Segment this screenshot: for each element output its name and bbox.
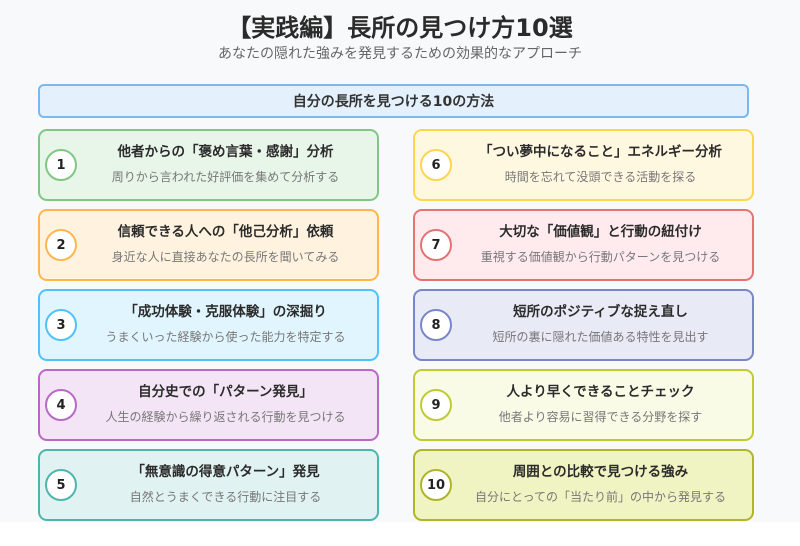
method-title: 他者からの「褒め言葉・感謝」分析 xyxy=(117,144,334,160)
method-card: 7 大切な「価値観」と行動の紐付け 重視する価値観から行動パターンを見つける xyxy=(413,209,754,281)
method-title: 短所のポジティブな捉え直し xyxy=(513,304,688,320)
page-title: 【実践編】長所の見つけ方10選 xyxy=(227,14,573,42)
method-description: 短所の裏に隠れた価値ある特性を見出す xyxy=(492,330,709,344)
page-subtitle: あなたの隠れた強みを発見するための効果的なアプローチ xyxy=(218,46,582,62)
number-badge: 3 xyxy=(45,309,77,341)
method-card: 2 信頼できる人への「他己分析」依頼 身近な人に直接あなたの長所を聞いてみる xyxy=(38,209,379,281)
method-card: 3 「成功体験・克服体験」の深掘り うまくいった経験から使った能力を特定する xyxy=(38,289,379,361)
number-badge: 10 xyxy=(420,469,452,501)
method-card: 5 「無意識の得意パターン」発見 自然とうまくできる行動に注目する xyxy=(38,449,379,521)
number-badge: 1 xyxy=(45,149,77,181)
method-description: 重視する価値観から行動パターンを見つける xyxy=(480,250,721,264)
method-description: 自分にとっての「当たり前」の中から発見する xyxy=(474,490,727,504)
method-card: 4 自分史での「パターン発見」 人生の経験から繰り返される行動を見つける xyxy=(38,369,379,441)
method-description: 他者より容易に習得できる分野を探す xyxy=(498,410,703,424)
method-title: 「無意識の得意パターン」発見 xyxy=(131,464,320,480)
number-badge: 6 xyxy=(420,149,452,181)
method-title: 自分史での「パターン発見」 xyxy=(138,384,313,400)
method-description: 人生の経験から繰り返される行動を見つける xyxy=(105,410,346,424)
method-description: うまくいった経験から使った能力を特定する xyxy=(105,330,346,344)
method-card: 6 「つい夢中になること」エネルギー分析 時間を忘れて没頭できる活動を探る xyxy=(413,129,754,201)
method-description: 周りから言われた好評価を集めて分析する xyxy=(111,170,340,184)
method-title: 人より早くできることチェック xyxy=(506,384,695,400)
method-description: 時間を忘れて没頭できる活動を探る xyxy=(504,170,697,184)
method-card: 8 短所のポジティブな捉え直し 短所の裏に隠れた価値ある特性を見出す xyxy=(413,289,754,361)
banner-label: 自分の長所を見つける10の方法 xyxy=(292,94,495,110)
number-badge: 8 xyxy=(420,309,452,341)
method-card: 10 周囲との比較で見つける強み 自分にとっての「当たり前」の中から発見する xyxy=(413,449,754,521)
number-badge: 2 xyxy=(45,229,77,261)
method-title: 周囲との比較で見つける強み xyxy=(512,464,689,480)
number-badge: 7 xyxy=(420,229,452,261)
method-title: 「つい夢中になること」エネルギー分析 xyxy=(479,144,722,160)
number-badge: 5 xyxy=(45,469,77,501)
method-description: 自然とうまくできる行動に注目する xyxy=(129,490,322,504)
method-title: 信頼できる人への「他己分析」依頼 xyxy=(117,224,334,240)
number-badge: 9 xyxy=(420,389,452,421)
method-card: 9 人より早くできることチェック 他者より容易に習得できる分野を探す xyxy=(413,369,754,441)
method-title: 「成功体験・克服体験」の深掘り xyxy=(124,304,327,320)
method-title: 大切な「価値観」と行動の紐付け xyxy=(499,224,702,240)
method-card: 1 他者からの「褒め言葉・感謝」分析 周りから言われた好評価を集めて分析する xyxy=(38,129,379,201)
number-badge: 4 xyxy=(45,389,77,421)
method-description: 身近な人に直接あなたの長所を聞いてみる xyxy=(111,250,340,264)
page-background: 【実践編】長所の見つけ方10選 あなたの隠れた強みを発見するための効果的なアプロ… xyxy=(38,14,754,521)
section-banner: 自分の長所を見つける10の方法 xyxy=(38,84,749,118)
